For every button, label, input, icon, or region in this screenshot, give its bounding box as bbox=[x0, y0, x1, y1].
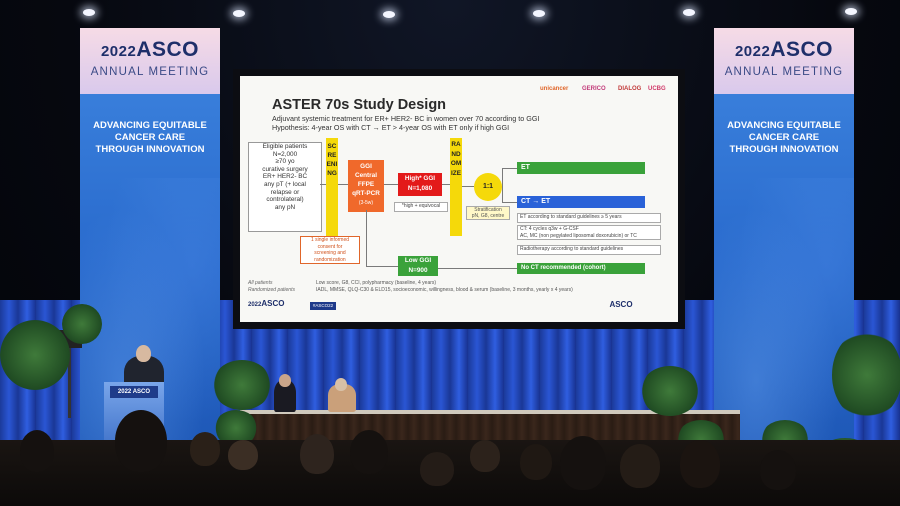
slide-asco-right-logo: ASCO bbox=[609, 300, 633, 309]
slide-title: ASTER 70s Study Design bbox=[272, 97, 447, 113]
audience-head bbox=[520, 444, 552, 480]
audience-head bbox=[760, 450, 796, 490]
banner-header: 2022ASCO ANNUAL MEETING bbox=[80, 28, 220, 94]
audience-head bbox=[228, 440, 258, 470]
randomization-ratio: 1:1 bbox=[474, 173, 502, 201]
stage-light bbox=[83, 9, 95, 16]
connector-line bbox=[462, 186, 474, 187]
slide-hashtag: #ASCO22 bbox=[310, 302, 336, 310]
footer-all-patients: All patients bbox=[248, 280, 273, 286]
plant bbox=[62, 304, 102, 344]
banner-subtitle: ANNUAL MEETING bbox=[90, 66, 210, 78]
sponsor-logos: unicancer GERICO DIALOG UCBG bbox=[540, 84, 670, 104]
stage-light bbox=[845, 8, 857, 15]
ct-note: CT: 4 cycles q3w + G-CSF AC, MC (non peg… bbox=[517, 225, 661, 240]
connector-line bbox=[502, 168, 503, 202]
low-ggi-box: Low GGI N=900 bbox=[398, 256, 438, 276]
audience-head bbox=[300, 434, 334, 474]
audience-head bbox=[620, 444, 660, 488]
connector-line bbox=[442, 184, 450, 185]
connector-line bbox=[438, 268, 517, 269]
slide-subtitle: Adjuvant systemic treatment for ER+ HER2… bbox=[272, 114, 540, 123]
stage-light bbox=[233, 10, 245, 17]
stage-light bbox=[533, 10, 545, 17]
banner-tagline: ADVANCING EQUITABLE CANCER CARE THROUGH … bbox=[93, 120, 207, 155]
arm-ct-et: CT → ET bbox=[517, 196, 645, 208]
plant bbox=[640, 366, 700, 416]
left-banner: 2022ASCO ANNUAL MEETING ADVANCING EQUITA… bbox=[80, 28, 220, 468]
right-banner: 2022ASCO ANNUAL MEETING ADVANCING EQUITA… bbox=[714, 28, 854, 468]
panelist-head bbox=[335, 378, 347, 391]
audience-head bbox=[20, 430, 54, 472]
screening-box: SCREENING bbox=[326, 138, 338, 238]
et-note: ET according to standard guidelines ≥ 5 … bbox=[517, 213, 661, 223]
audience-head bbox=[350, 430, 388, 474]
stratification-note: Stratification pN, G8, centre bbox=[466, 206, 510, 220]
banner-tagline: ADVANCING EQUITABLE CANCER CARE THROUGH … bbox=[727, 120, 841, 155]
footer-assessment-2: IADL, MMSE, QLQ-C30 & ELD15, socioeconom… bbox=[316, 287, 573, 293]
plant bbox=[832, 330, 900, 420]
audience-head bbox=[190, 432, 220, 466]
banner-subtitle: ANNUAL MEETING bbox=[724, 66, 844, 78]
panel-table-top bbox=[240, 410, 740, 416]
panelist-head bbox=[279, 374, 291, 387]
no-ct-box: No CT recommended (cohort) bbox=[517, 263, 645, 274]
audience-head bbox=[680, 440, 720, 488]
audience-head bbox=[470, 440, 500, 472]
plant bbox=[212, 360, 272, 410]
randomize-box: RANDOMIZE bbox=[450, 138, 462, 236]
footer-assessment-1: Low score, G8, CCI, polypharmacy (baseli… bbox=[316, 280, 437, 286]
plant bbox=[0, 320, 70, 390]
audience-head bbox=[115, 410, 167, 472]
consent-note: 1 single informed consent for screening … bbox=[300, 236, 360, 264]
footer-randomized: Randomized patients bbox=[248, 287, 295, 293]
banner-logo: 2022ASCO bbox=[734, 38, 834, 61]
unicancer-logo: unicancer bbox=[540, 86, 569, 92]
connector-line bbox=[384, 184, 398, 185]
high-ggi-box: High* GGI N=1,080 bbox=[398, 173, 442, 196]
dialog-logo: DIALOG bbox=[618, 86, 642, 92]
radiotherapy-note: Radiotherapy according to standard guide… bbox=[517, 245, 661, 255]
ggi-central-note: (3-5w) bbox=[358, 200, 374, 206]
panelist bbox=[274, 380, 296, 412]
stage-light bbox=[383, 11, 395, 18]
ucbg-logo: UCBG bbox=[648, 86, 666, 92]
connector-line bbox=[320, 184, 326, 185]
tripod bbox=[68, 348, 71, 418]
banner-header: 2022ASCO ANNUAL MEETING bbox=[714, 28, 854, 94]
stage-light bbox=[683, 9, 695, 16]
eligible-patients-box: Eligible patients N=2,000 ≥70 yo curativ… bbox=[248, 142, 322, 232]
audience-head bbox=[420, 452, 454, 486]
ggi-central-box: GGI Central FFPE qRT-PCR bbox=[348, 160, 384, 212]
audience-head bbox=[560, 436, 606, 490]
podium-sign: 2022 ASCO bbox=[110, 386, 158, 398]
high-ggi-note: *high + equivocal bbox=[394, 202, 448, 212]
speaker-head bbox=[136, 345, 151, 362]
connector-line bbox=[502, 202, 517, 203]
connector-line bbox=[502, 168, 517, 169]
slide-hypothesis: Hypothesis: 4-year OS with CT → ET > 4-y… bbox=[272, 123, 510, 132]
presentation-slide: ASTER 70s Study Design Adjuvant systemic… bbox=[240, 76, 678, 322]
banner-logo: 2022ASCO bbox=[100, 38, 200, 61]
connector-line bbox=[366, 210, 367, 266]
connector-line bbox=[366, 266, 398, 267]
slide-asco-logo: 2022ASCO bbox=[248, 299, 285, 309]
gerico-logo: GERICO bbox=[582, 86, 606, 92]
arm-et: ET bbox=[517, 162, 645, 174]
connector-line bbox=[338, 184, 348, 185]
